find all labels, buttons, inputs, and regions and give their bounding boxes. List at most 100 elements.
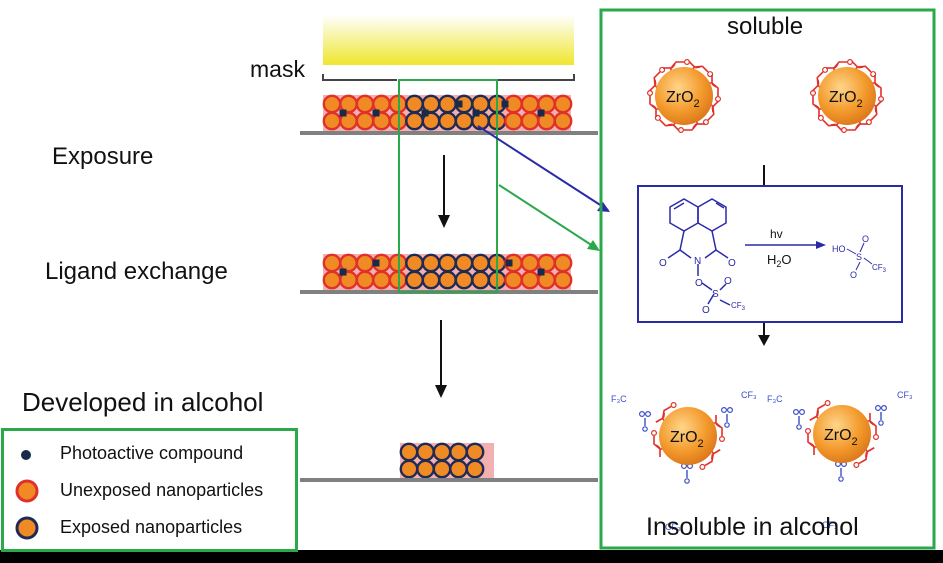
film-exposure: [322, 94, 573, 131]
zro2-core: [659, 407, 717, 465]
unexposed-nanoparticle: [355, 270, 375, 290]
photoactive-compound-dot: [537, 109, 545, 117]
triflate-group-label: CF₃: [665, 522, 681, 532]
unexposed-nanoparticle: [553, 94, 573, 114]
zro2-label: ZrO2: [666, 89, 700, 110]
developed-label: Developed in alcohol: [22, 387, 264, 417]
mask: [322, 74, 575, 81]
unexposed-nanoparticle: [322, 94, 342, 114]
photoactive-compound-dot: [421, 109, 429, 117]
exposed-nanoparticle: [449, 442, 468, 462]
unexposed-nanoparticle: [355, 94, 375, 114]
bottom-bar: [0, 550, 943, 563]
exposed-nanoparticle: [416, 442, 435, 462]
unexposed-particle-icon: [15, 479, 39, 503]
soluble-label: soluble: [727, 13, 804, 40]
svg-text:O: O: [724, 276, 732, 287]
triflate-group-label: CF₃: [741, 390, 757, 400]
svg-text:O: O: [695, 278, 703, 289]
triflate-ligand: [792, 408, 806, 430]
photoactive-compound-dot: [339, 268, 347, 276]
legend-item-exposed: Exposed nanoparticles: [4, 515, 295, 541]
exposed-nanoparticle: [421, 270, 441, 290]
exposed-nanoparticle: [438, 111, 457, 131]
unexposed-nanoparticle: [520, 270, 540, 290]
triflate-ligand: [834, 460, 848, 482]
unexposed-nanoparticle: [322, 270, 342, 290]
exposed-nanoparticle: [454, 270, 474, 290]
triflate-group-label: F₃C: [611, 394, 627, 404]
photoactive-compound-dot: [472, 109, 480, 117]
exposed-nanoparticle: [438, 253, 457, 273]
photoactive-compound-dot: [339, 109, 347, 117]
triflate-ligand: [638, 410, 652, 432]
exposed-nanoparticle: [454, 111, 474, 131]
legend-item-unexposed: Unexposed nanoparticles: [4, 478, 295, 504]
unexposed-nanoparticle: [553, 111, 573, 131]
exposed-nanoparticle: [405, 111, 424, 131]
naphthalimide-labels: O N O O S O O CF3: [659, 256, 746, 316]
triflate-ligand: [720, 406, 734, 428]
film-ligand-exchange: [322, 253, 573, 290]
unexposed-nanoparticle: [553, 270, 573, 290]
zro2-core: [818, 67, 876, 125]
exposed-nanoparticle: [465, 459, 485, 479]
legend-label-unexposed: Unexposed nanoparticles: [60, 480, 264, 500]
exposed-nanoparticle: [399, 459, 419, 479]
svg-text:O: O: [728, 258, 736, 269]
svg-text:O: O: [862, 234, 869, 244]
zro2-label: ZrO2: [829, 89, 863, 110]
exposed-nanoparticle: [449, 459, 468, 479]
mask-label: mask: [250, 56, 305, 82]
triflate-group-label: CF₃: [897, 390, 913, 400]
panel-arrow-down: [758, 322, 770, 346]
unexposed-nanoparticle: [553, 253, 573, 273]
exposed-nanoparticle: [454, 253, 474, 273]
exposed-nanoparticle: [405, 94, 424, 114]
svg-text:O: O: [702, 305, 710, 316]
photoactive-compound-dot: [537, 268, 545, 276]
legend: Photoactive compound Unexposed nanoparti…: [1, 428, 298, 552]
exposed-nanoparticle: [438, 270, 457, 290]
zro2-core: [813, 405, 871, 463]
exposed-region-outline: [398, 79, 498, 293]
zro2-label: ZrO2: [824, 427, 858, 448]
exposed-nanoparticle: [416, 459, 435, 479]
legend-label-photoactive: Photoactive compound: [60, 443, 244, 463]
zro2-core: [655, 67, 713, 125]
photoactive-compound-dot: [372, 259, 380, 267]
exposed-nanoparticle: [432, 459, 452, 479]
svg-text:S: S: [856, 252, 862, 262]
svg-text:CF3: CF3: [731, 301, 746, 312]
exposed-nanoparticle: [421, 253, 441, 273]
exposed-nanoparticle: [438, 94, 457, 114]
reaction-condition-hv: hv: [770, 227, 783, 241]
photoactive-compound-dot: [372, 109, 380, 117]
triflic-acid-structure: HO S O O CF3: [832, 234, 887, 280]
photoactive-dot-icon: [21, 450, 31, 460]
unexposed-nanoparticle: [520, 253, 540, 273]
callout-arrow-green: [498, 184, 600, 251]
exposed-nanoparticle: [471, 253, 490, 273]
naphthalimide-structure: [667, 198, 731, 306]
photoactive-compound-dot: [501, 100, 509, 108]
reaction-arrow: [745, 241, 826, 249]
ligand-exchange-label: Ligand exchange: [45, 258, 228, 285]
exposed-nanoparticle: [399, 442, 419, 462]
svg-text:HO: HO: [832, 244, 846, 254]
exposed-particle-icon: [15, 516, 39, 540]
photoactive-compound-dot: [455, 100, 463, 108]
triflate-ligand: [874, 404, 888, 426]
film-developed: [399, 442, 494, 479]
insoluble-label: Insoluble in alcohol: [646, 513, 859, 541]
unexposed-nanoparticle: [355, 111, 375, 131]
svg-text:S: S: [712, 289, 719, 300]
photoactive-compound-dot: [505, 259, 513, 267]
zro2-label: ZrO2: [670, 429, 704, 450]
unexposed-nanoparticle: [504, 111, 523, 131]
triflate-group-label: CF₃: [822, 520, 838, 530]
exposure-label: Exposure: [52, 143, 154, 170]
unexposed-nanoparticle: [322, 111, 342, 131]
triflate-ligand: [680, 462, 694, 484]
reaction-box: [637, 185, 903, 323]
